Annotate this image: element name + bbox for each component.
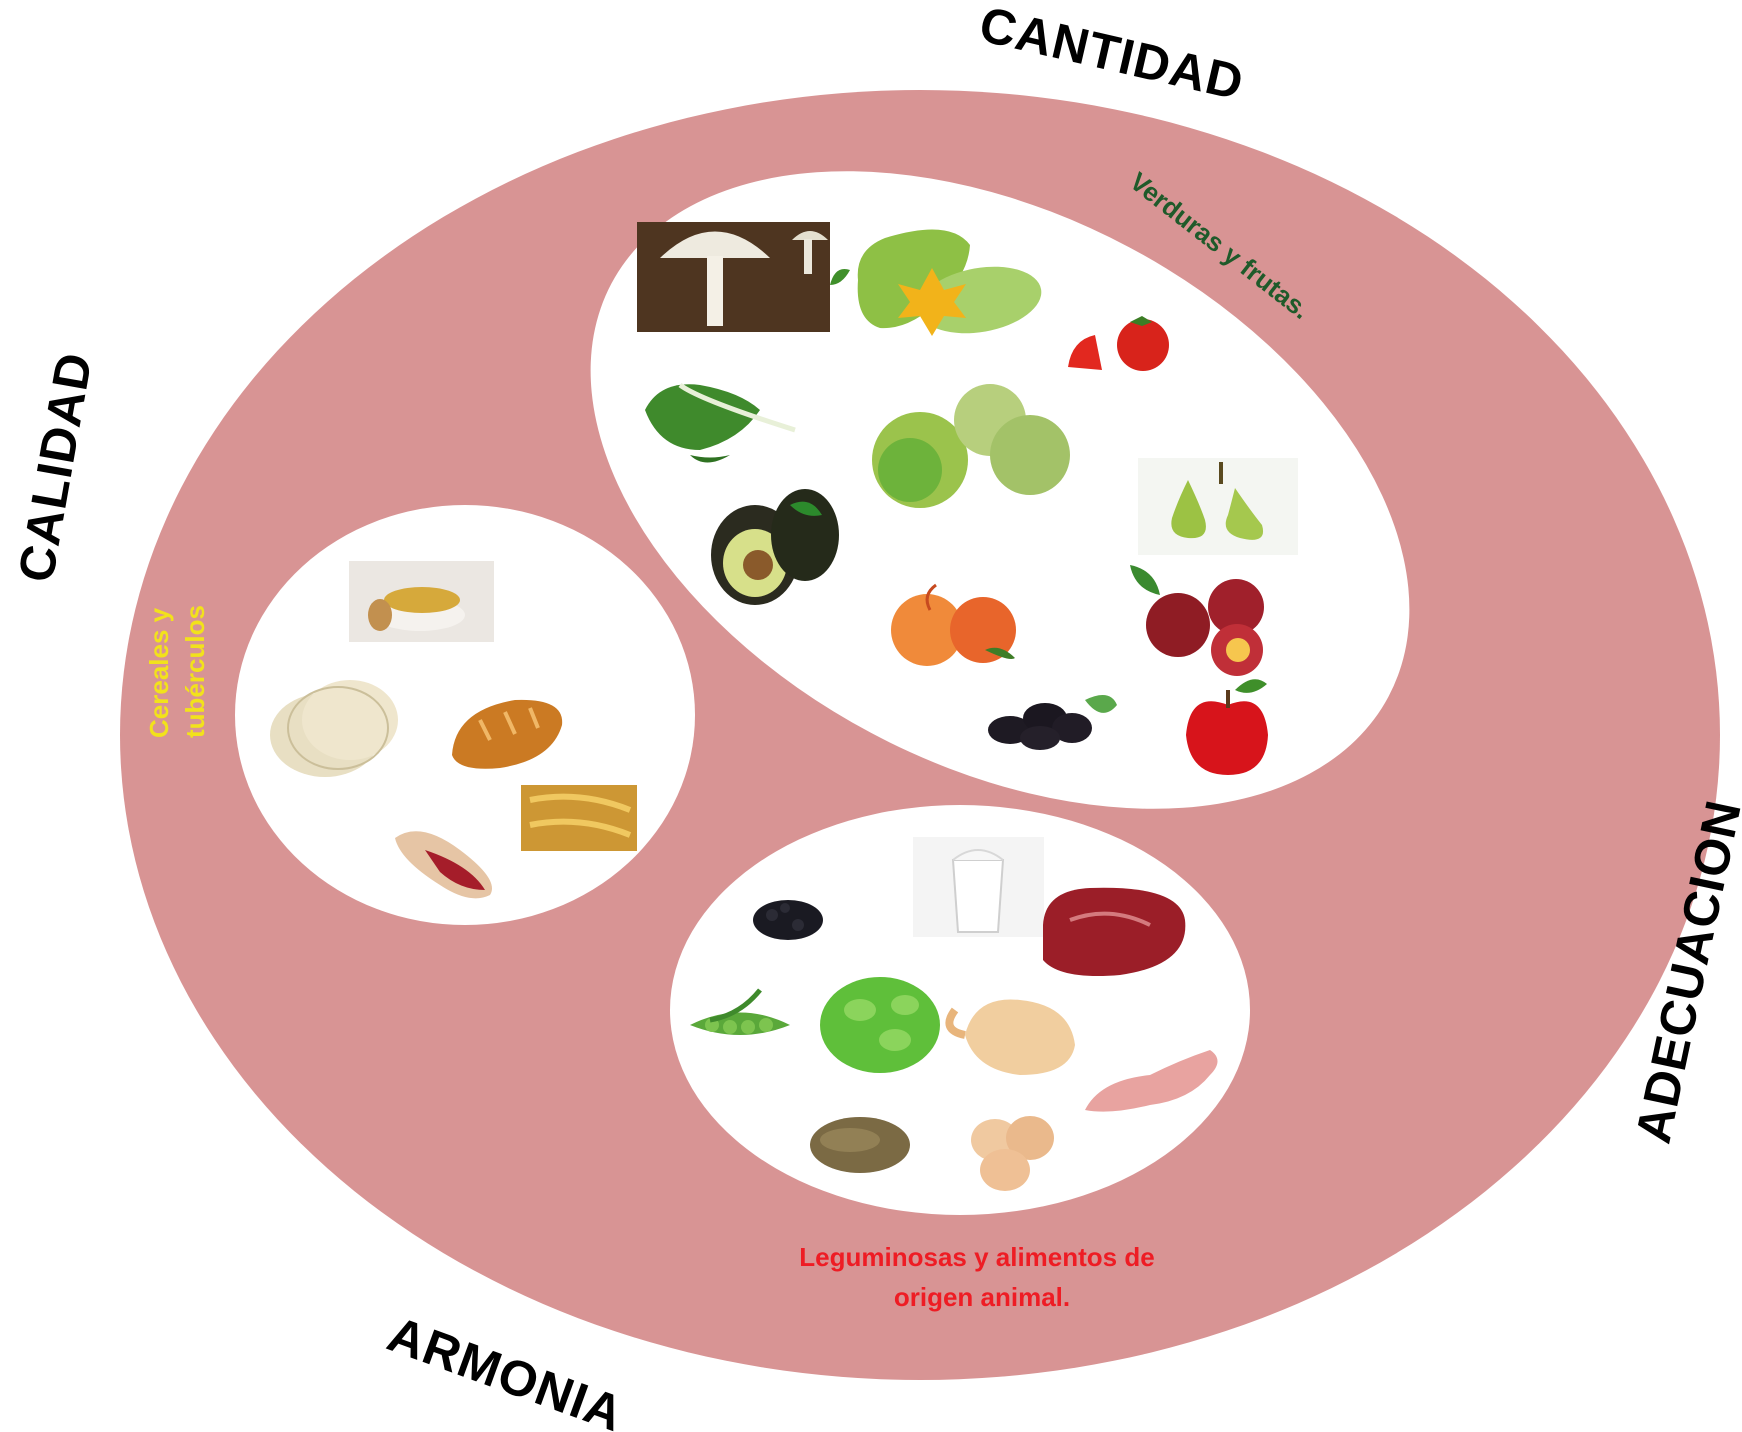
leguminosas-label-line1: Leguminosas y alimentos de [799,1242,1154,1272]
fava-beans-icon [820,977,940,1073]
armonia-label: ARMONIA [381,1306,631,1432]
pear-icon [1138,458,1298,555]
seeds-icon [810,1117,910,1173]
calidad-label: CALIDAD [8,348,103,586]
cantidad-label: CANTIDAD [974,0,1249,111]
soup-icon [349,561,494,642]
leguminosas-label-line2: origen animal. [894,1282,1070,1312]
black-beans-icon [753,900,823,940]
mushroom-icon [637,222,830,332]
cereales-label-line2: tubérculos [180,605,210,738]
cereales-label-line1: Cereales y [144,607,174,738]
milk-icon [913,837,1044,937]
corn-icon [521,785,637,851]
